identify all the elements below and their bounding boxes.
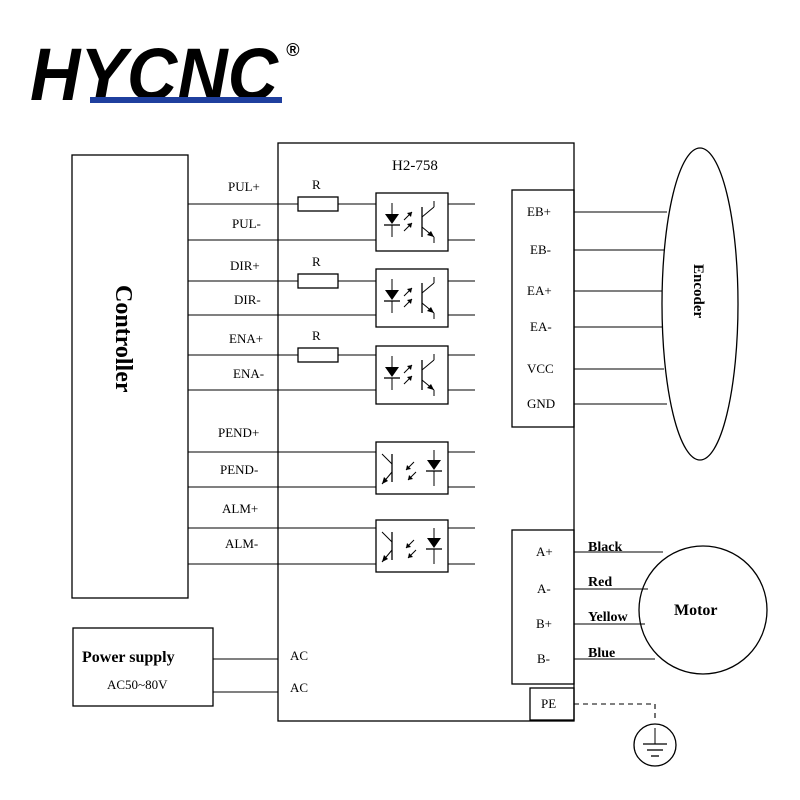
brand-logo: HYCNC ® [30, 33, 300, 116]
encoder-pin-vcc: VCC [527, 361, 554, 376]
brand-logo-text: HYCNC [30, 33, 279, 116]
power-supply-spec: AC50~80V [107, 677, 168, 692]
encoder-label: Encoder [690, 264, 706, 319]
resistor-dir: R [297, 254, 339, 289]
resistor-pul: R [297, 177, 339, 212]
encoder-pin-eb-plus: EB+ [527, 204, 551, 219]
ground-icon [633, 723, 677, 767]
label-dir-plus: DIR+ [230, 258, 260, 273]
power-supply: Power supply AC50~80V [72, 627, 214, 707]
label-alm-plus: ALM+ [222, 501, 258, 516]
driver-model: H2-758 [392, 158, 438, 174]
label-ena-plus: ENA+ [229, 331, 263, 346]
wire-color-blue: Blue [588, 646, 615, 661]
resistor-pul-label: R [312, 177, 321, 192]
label-pul-minus: PUL- [232, 216, 261, 231]
motor-terminal: A+ A- B+ B- [511, 529, 575, 685]
power-supply-label: Power supply [82, 649, 175, 666]
motor-label: Motor [674, 602, 718, 619]
encoder-pin-ea-minus: EA- [530, 319, 552, 334]
encoder-wires [574, 211, 667, 405]
encoder-pin-eb-minus: EB- [530, 242, 551, 257]
wire-color-red: Red [588, 575, 612, 590]
pe-label: PE [541, 696, 556, 711]
motor-pin-a-plus: A+ [536, 544, 553, 559]
motor-pin-b-minus: B- [537, 651, 550, 666]
power-wires [213, 658, 278, 693]
motor-pin-b-plus: B+ [536, 616, 552, 631]
resistor-ena-label: R [312, 328, 321, 343]
motor: Motor [638, 545, 768, 675]
wire-color-yellow: Yellow [588, 610, 629, 625]
label-dir-minus: DIR- [234, 292, 261, 307]
label-pend-plus: PEND+ [218, 425, 259, 440]
label-pul-plus: PUL+ [228, 179, 260, 194]
label-pend-minus: PEND- [220, 462, 258, 477]
label-ena-minus: ENA- [233, 366, 264, 381]
encoder-pin-gnd: GND [527, 396, 555, 411]
encoder: Encoder [661, 147, 739, 461]
driver-box: H2-758 [277, 142, 575, 722]
resistor-dir-label: R [312, 254, 321, 269]
motor-pin-a-minus: A- [537, 581, 551, 596]
brand-underline [90, 97, 282, 103]
ac-terminal-1: AC [290, 648, 308, 663]
resistor-ena: R [297, 328, 339, 363]
ac-terminal-2: AC [290, 680, 308, 695]
encoder-terminal: EB+ EB- EA+ EA- VCC GND [511, 189, 575, 428]
pe-terminal: PE [529, 687, 575, 721]
motor-wires [574, 551, 663, 660]
encoder-pin-ea-plus: EA+ [527, 283, 552, 298]
controller-label: Controller [110, 285, 136, 393]
ground-connection [574, 703, 656, 722]
label-alm-minus: ALM- [225, 536, 258, 551]
registered-mark: ® [286, 40, 300, 60]
wire-color-black: Black [588, 540, 622, 555]
controller-block: Controller [71, 154, 189, 599]
